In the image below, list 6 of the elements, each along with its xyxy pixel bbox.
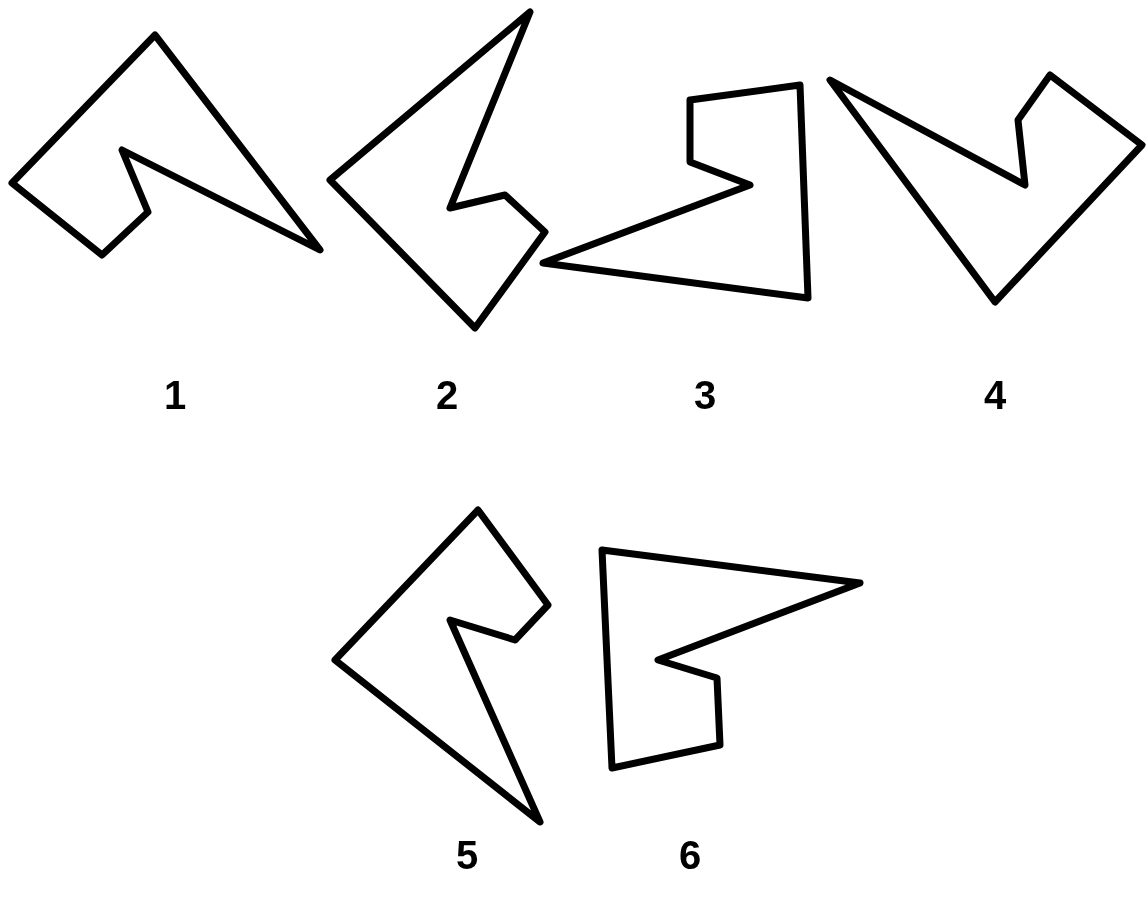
figure-number: 1 <box>163 375 187 415</box>
figure-number: 5 <box>455 835 479 875</box>
figure-number: 3 <box>693 375 717 415</box>
figure-number: 2 <box>435 375 459 415</box>
figure-number: 4 <box>983 375 1007 415</box>
figure-number: 6 <box>678 835 702 875</box>
